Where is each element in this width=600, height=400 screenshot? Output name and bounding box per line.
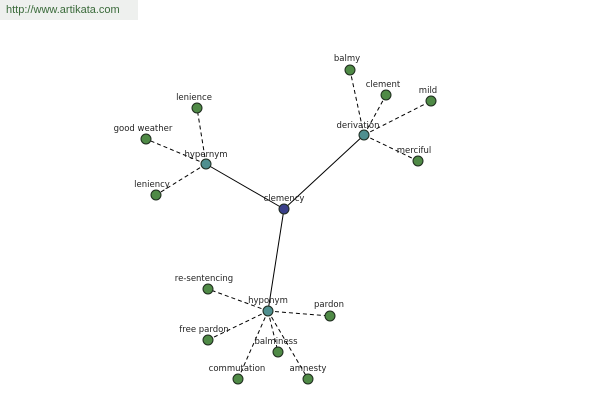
edge-hyponym-re-sentencing bbox=[207, 288, 269, 312]
label-commutation: commutation bbox=[209, 364, 266, 374]
label-free-pardon: free pardon bbox=[179, 325, 228, 335]
node-good-weather[interactable] bbox=[140, 133, 152, 145]
label-lenience: lenience bbox=[176, 93, 212, 103]
label-hypernym: hypernym bbox=[184, 150, 227, 160]
edge-hypernym-leniency bbox=[155, 163, 207, 196]
label-clemency: clemency bbox=[264, 194, 305, 204]
label-hyponym: hyponym bbox=[248, 296, 288, 306]
node-pardon[interactable] bbox=[324, 310, 336, 322]
label-mild: mild bbox=[419, 86, 437, 96]
edge-derivation-mild bbox=[363, 100, 432, 136]
edge-hypernym-lenience bbox=[196, 107, 207, 165]
node-merciful[interactable] bbox=[412, 155, 424, 167]
label-derivation: derivation bbox=[336, 121, 379, 131]
label-amnesty: amnesty bbox=[290, 364, 327, 374]
edge-hyponym-pardon bbox=[267, 310, 331, 317]
edge-clemency-hypernym bbox=[205, 163, 285, 210]
edge-clemency-derivation bbox=[283, 134, 365, 210]
node-clement[interactable] bbox=[380, 89, 392, 101]
edge-hyponym-commutation bbox=[237, 310, 269, 380]
node-free-pardon[interactable] bbox=[202, 334, 214, 346]
node-commutation[interactable] bbox=[232, 373, 244, 385]
node-mild[interactable] bbox=[425, 95, 437, 107]
edge-derivation-clement bbox=[363, 94, 387, 136]
watermark-url: http://www.artikata.com bbox=[0, 0, 138, 20]
node-amnesty[interactable] bbox=[302, 373, 314, 385]
label-leniency: leniency bbox=[134, 180, 170, 190]
node-leniency[interactable] bbox=[150, 189, 162, 201]
node-hypernym[interactable] bbox=[200, 158, 212, 170]
node-derivation[interactable] bbox=[358, 129, 370, 141]
edge-hypernym-good-weather bbox=[145, 138, 207, 165]
node-clemency[interactable] bbox=[278, 203, 290, 215]
node-hyponym[interactable] bbox=[262, 305, 274, 317]
node-balminess[interactable] bbox=[272, 346, 284, 358]
edge-hyponym-amnesty bbox=[267, 310, 309, 380]
node-balmy[interactable] bbox=[344, 64, 356, 76]
label-good-weather: good weather bbox=[114, 124, 173, 134]
edge-clemency-hyponym bbox=[267, 208, 285, 312]
label-re-sentencing: re-sentencing bbox=[175, 274, 233, 284]
edge-hyponym-balminess bbox=[267, 310, 279, 353]
label-clement: clement bbox=[366, 80, 401, 90]
label-pardon: pardon bbox=[314, 300, 344, 310]
edge-derivation-merciful bbox=[363, 134, 419, 162]
label-balmy: balmy bbox=[334, 54, 360, 64]
label-merciful: merciful bbox=[397, 146, 432, 156]
node-re-sentencing[interactable] bbox=[202, 283, 214, 295]
label-balminess: balminess bbox=[254, 337, 298, 347]
node-lenience[interactable] bbox=[191, 102, 203, 114]
